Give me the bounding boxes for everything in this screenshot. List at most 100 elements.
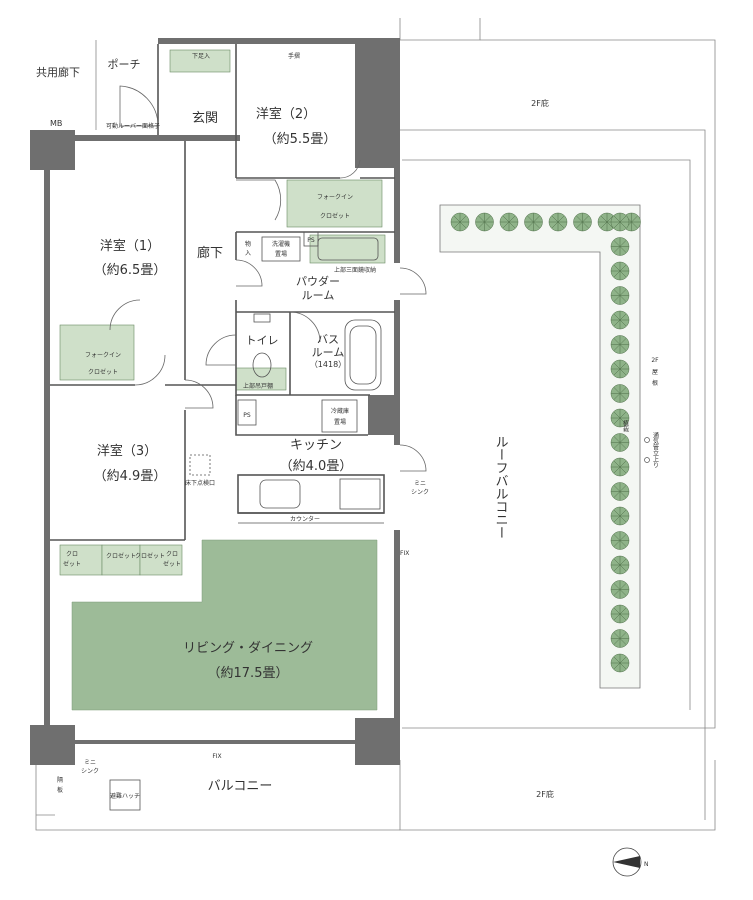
planter-tree-branch — [613, 631, 621, 639]
planter-tree-branch — [619, 491, 627, 499]
planter-tree-branch — [613, 491, 621, 499]
floor-2f-bottom: 2F庇 — [536, 789, 554, 799]
planter-tree-branch — [613, 344, 621, 352]
porch-label: ポーチ — [108, 58, 141, 71]
room-western3-area: （約4.9畳） — [94, 469, 167, 484]
room-powder-1: パウダー — [296, 274, 340, 288]
closet-left-1: クロ — [66, 551, 78, 558]
room-toilet: トイレ — [246, 334, 279, 347]
shoe-box-label: 下足入 — [192, 53, 210, 60]
wic-line1: フォークイン — [85, 352, 121, 359]
planter-tree-branch — [613, 368, 621, 376]
planter-tree-branch — [508, 215, 516, 223]
common-corridor-label: 共用廊下 — [36, 65, 80, 79]
room-western3-name: 洋室（3） — [97, 443, 157, 459]
planter-tree-branch — [619, 607, 627, 615]
planter-tree-branch — [551, 215, 559, 223]
planter-tree-branch — [613, 509, 621, 517]
planter-tree-branch — [613, 362, 621, 370]
closet-far-right-2: ゼット — [163, 560, 181, 568]
inspection-label: 床下点検口 — [185, 479, 215, 487]
planter-tree-branch — [484, 221, 492, 229]
planter-tree-branch — [619, 337, 627, 345]
planter-tree-branch — [613, 313, 621, 321]
planter-tree-branch — [613, 295, 621, 303]
planter-tree-branch — [613, 337, 621, 345]
planter-tree-branch — [613, 607, 621, 615]
room-powder-2: ルーム — [302, 289, 335, 302]
planter-tree-branch — [613, 662, 621, 670]
roof-2f-line2: 屋 — [652, 369, 658, 376]
planter-tree-branch — [453, 221, 461, 229]
planter-tree-branch — [606, 221, 614, 229]
planter-tree-branch — [613, 466, 621, 474]
planter-tree-branch — [613, 540, 621, 548]
planter-tree-branch — [613, 215, 621, 223]
planter-tree-branch — [575, 221, 583, 229]
planter-tree-branch — [613, 221, 621, 229]
planter-tree-branch — [613, 386, 621, 394]
room-western1-name: 洋室（1） — [100, 238, 160, 254]
planter-tree-branch — [606, 215, 614, 223]
fridge-line2: 置場 — [334, 418, 346, 426]
storage-line1: 物 — [245, 240, 251, 248]
planter-tree-branch — [619, 368, 627, 376]
planter-tree-branch — [613, 288, 621, 296]
room-western1-area: （約6.5畳） — [94, 263, 167, 278]
planter-tree-branch — [613, 638, 621, 646]
wic2-line2: クロゼット — [320, 212, 350, 220]
planter-tree-branch — [613, 435, 621, 443]
living-dining-floor — [71, 539, 378, 711]
closet-far-right-1: クロ — [166, 551, 178, 558]
planter-tree-branch — [619, 442, 627, 450]
vent-icons — [644, 437, 650, 463]
planter-tree-branch — [613, 484, 621, 492]
planter-tree-branch — [600, 215, 608, 223]
planter-tree-branch — [619, 270, 627, 278]
planter-tree-branch — [582, 215, 590, 223]
planter-label: 植栽 — [622, 419, 629, 432]
room-bath-2: ルーム — [312, 346, 345, 359]
planter-tree-branch — [619, 631, 627, 639]
planter-tree-branch — [526, 215, 534, 223]
partition-line1: 隔 — [57, 776, 63, 784]
planter-tree-branch — [619, 589, 627, 597]
closet-left-2: ゼット — [63, 560, 81, 568]
planter-tree-branch — [619, 564, 627, 572]
tesuri-label: 手摺 — [288, 52, 300, 60]
room-living-area: （約17.5畳） — [208, 666, 289, 681]
planter-tree-branch — [619, 460, 627, 468]
planter-tree-branch — [613, 558, 621, 566]
fix-label: FIX — [212, 753, 221, 760]
upper-storage-label: 上部三面鏡収納 — [334, 266, 376, 274]
planter-tree-branch — [619, 484, 627, 492]
planter-tree-branch — [613, 460, 621, 468]
roof-2f-line3: 根 — [652, 379, 658, 387]
fixtures — [109, 231, 382, 811]
planter-tree-branch — [619, 509, 627, 517]
mini-sink2-line1: ミニ — [414, 480, 426, 487]
planter-tree-branch — [619, 417, 627, 425]
washer-line2: 置場 — [275, 250, 287, 258]
roof-balcony-label: ルーフバルコニー — [493, 435, 509, 539]
labels: 洋室（2） （約5.5畳） 洋室（1） （約6.5畳） 洋室（3） （約4.9畳… — [36, 52, 659, 868]
room-kitchen-area: （約4.0畳） — [280, 459, 353, 474]
planter-tree-branch — [575, 215, 583, 223]
planter-tree-branch — [619, 393, 627, 401]
planter-tree-branch — [613, 417, 621, 425]
roof-2f-line1: 2F — [651, 357, 659, 364]
planter-tree-branch — [613, 442, 621, 450]
planter-tree-branch — [502, 215, 510, 223]
partition-line2: 板 — [57, 786, 63, 794]
wic-line2: クロゼット — [88, 368, 118, 376]
planter-tree-branch — [619, 215, 627, 223]
planter-tree-branch — [477, 215, 485, 223]
planter-tree-branch — [619, 295, 627, 303]
room-western2-area: （約5.5畳） — [264, 132, 337, 147]
planter-tree-branch — [582, 221, 590, 229]
planter-tree-branch — [613, 564, 621, 572]
planter-tree-branch — [533, 215, 541, 223]
planter-tree-branch — [613, 246, 621, 254]
planter-tree-branch — [533, 221, 541, 229]
room-western2-name: 洋室（2） — [256, 106, 316, 122]
